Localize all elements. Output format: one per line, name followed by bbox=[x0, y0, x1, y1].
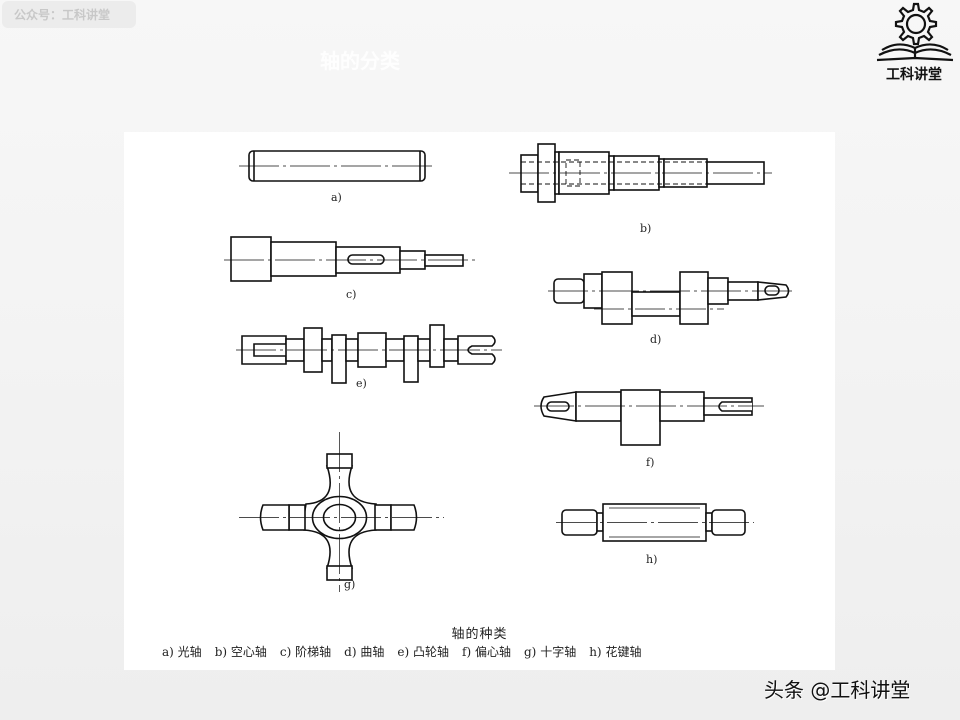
label-c: c) bbox=[346, 288, 357, 301]
shaft-g-cross bbox=[239, 432, 444, 592]
figure-caption-title: 轴的种类 bbox=[451, 627, 508, 642]
label-e: e) bbox=[356, 377, 367, 390]
ghost-slide-title: 轴的分类 bbox=[320, 49, 400, 73]
legend-item: f) 偏心轴 bbox=[462, 645, 511, 659]
legend-item: d) 曲轴 bbox=[344, 645, 385, 659]
shaft-h-spline bbox=[556, 503, 754, 542]
brand-logo: 工科讲堂 bbox=[872, 0, 956, 92]
label-f: f) bbox=[646, 456, 655, 469]
watermark-top: 公众号：工科讲堂 bbox=[2, 1, 136, 28]
shaft-types-figure: a) b) c) d) e) f) g) h) 轴的种类 a) 光轴 b) 空心… bbox=[124, 132, 835, 670]
shaft-d-crank bbox=[548, 271, 796, 325]
shaft-c-stepped bbox=[224, 236, 476, 282]
legend-item: e) 凸轮轴 bbox=[397, 645, 450, 659]
shaft-e-cam bbox=[236, 324, 502, 384]
label-b: b) bbox=[640, 222, 652, 235]
legend-item: b) 空心轴 bbox=[214, 645, 267, 659]
legend-item: h) 花键轴 bbox=[589, 645, 642, 659]
label-d: d) bbox=[650, 333, 662, 346]
watermark-bottom: 头条 @工科讲堂 bbox=[764, 678, 911, 702]
logo-text: 工科讲堂 bbox=[886, 67, 942, 83]
figure-legend: a) 光轴 b) 空心轴 c) 阶梯轴 d) 曲轴 e) 凸轮轴 f) 偏心轴 … bbox=[162, 643, 641, 660]
label-h: h) bbox=[646, 553, 658, 566]
legend-item: c) 阶梯轴 bbox=[279, 645, 332, 659]
legend-item: a) 光轴 bbox=[162, 645, 202, 659]
gear-book-icon bbox=[876, 2, 954, 62]
label-g: g) bbox=[344, 578, 356, 591]
label-a: a) bbox=[331, 191, 342, 204]
legend-item: g) 十字轴 bbox=[523, 645, 577, 659]
shaft-f-eccentric bbox=[534, 389, 764, 446]
shaft-a-plain bbox=[239, 150, 436, 182]
shaft-drawings bbox=[224, 143, 796, 592]
shaft-b-hollow bbox=[509, 143, 772, 203]
